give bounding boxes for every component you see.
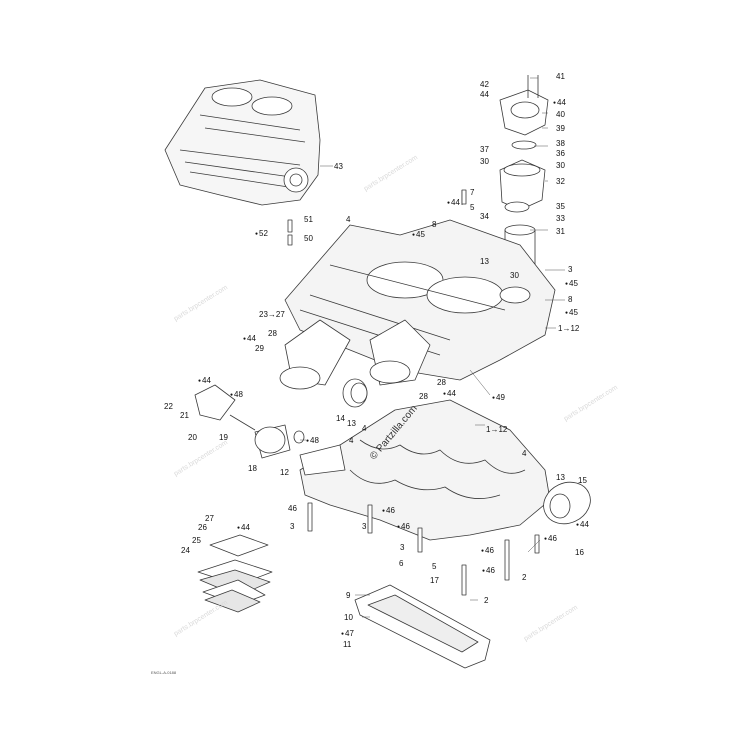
callout-18: 18 xyxy=(248,464,257,473)
callout-4: 4 xyxy=(362,424,367,433)
callout-2: 2 xyxy=(522,573,527,582)
callout-44: 44 xyxy=(480,90,489,99)
callout-30: 30 xyxy=(556,161,565,170)
callout-4: 4 xyxy=(522,449,527,458)
drawing-code: ENGL-A-0188 xyxy=(151,670,177,675)
leader-lines xyxy=(300,77,565,618)
callout-28: 28 xyxy=(419,392,428,401)
callout-3: 3 xyxy=(362,522,367,531)
callout-15: 15 xyxy=(578,476,587,485)
callout-21: 21 xyxy=(180,411,189,420)
callout-23-to-27: 23→27 xyxy=(259,310,285,319)
callout-30: 30 xyxy=(480,157,489,166)
callout-44: 44 xyxy=(576,520,589,530)
callout-45: 45 xyxy=(565,279,578,289)
crankcase-lower xyxy=(299,399,551,541)
callout-4: 4 xyxy=(349,436,354,445)
callout-49: 49 xyxy=(492,393,505,403)
callout-25: 25 xyxy=(192,536,201,545)
callout-46: 46 xyxy=(288,504,297,513)
pump-cover-assembly xyxy=(461,75,549,271)
callout-46: 46 xyxy=(382,506,395,516)
callout-41: 41 xyxy=(556,72,565,81)
callout-33: 33 xyxy=(556,214,565,223)
callout-5: 5 xyxy=(470,203,475,212)
callout-43: 43 xyxy=(334,162,343,171)
callout-34: 34 xyxy=(480,212,489,221)
callout-17: 17 xyxy=(430,576,439,585)
callout-3: 3 xyxy=(290,522,295,531)
callout-10: 10 xyxy=(344,613,353,622)
callout-19: 19 xyxy=(219,433,228,442)
callout-46: 46 xyxy=(481,546,494,556)
callout-11: 11 xyxy=(343,640,352,649)
callout-28: 28 xyxy=(437,378,446,387)
callout-52: 52 xyxy=(255,229,268,239)
callout-44: 44 xyxy=(443,389,456,399)
callout-48: 48 xyxy=(306,436,319,446)
callout-28: 28 xyxy=(268,329,277,338)
reed-valve-stack xyxy=(197,534,273,613)
callout-44: 44 xyxy=(553,98,566,108)
studs xyxy=(287,189,540,596)
cylinder-block xyxy=(164,79,321,206)
lower-tray xyxy=(354,584,491,669)
callout-7: 7 xyxy=(470,188,475,197)
callout-40: 40 xyxy=(556,110,565,119)
callout-29: 29 xyxy=(255,344,264,353)
callout-42: 42 xyxy=(480,80,489,89)
callout-44: 44 xyxy=(198,376,211,386)
callout-1-to-12: 1→12 xyxy=(486,425,508,434)
callout-35: 35 xyxy=(556,202,565,211)
crank-seal xyxy=(342,378,368,408)
callout-6: 6 xyxy=(399,559,404,568)
callout-22: 22 xyxy=(164,402,173,411)
callout-1-to-12: 1→12 xyxy=(558,324,580,333)
callout-9: 9 xyxy=(346,591,351,600)
callout-47: 47 xyxy=(341,629,354,639)
callout-13: 13 xyxy=(480,257,489,266)
callout-51: 51 xyxy=(304,215,313,224)
intake-manifolds xyxy=(279,319,431,390)
callout-45: 45 xyxy=(565,308,578,318)
crankcase-upper xyxy=(284,219,556,381)
callout-44: 44 xyxy=(237,523,250,533)
callout-46: 46 xyxy=(544,534,557,544)
callout-13: 13 xyxy=(347,419,356,428)
callout-13: 13 xyxy=(556,473,565,482)
callout-31: 31 xyxy=(556,227,565,236)
callout-4: 4 xyxy=(346,215,351,224)
callout-46: 46 xyxy=(482,566,495,576)
rotary-valve-shaft xyxy=(194,384,305,459)
callout-3: 3 xyxy=(400,543,405,552)
callout-8: 8 xyxy=(568,295,573,304)
callout-2: 2 xyxy=(484,596,489,605)
callout-14: 14 xyxy=(336,414,345,423)
callout-3: 3 xyxy=(568,265,573,274)
callout-44: 44 xyxy=(243,334,256,344)
callout-26: 26 xyxy=(198,523,207,532)
callout-48: 48 xyxy=(230,390,243,400)
callout-20: 20 xyxy=(188,433,197,442)
callout-30: 30 xyxy=(510,271,519,280)
callout-16: 16 xyxy=(575,548,584,557)
callout-5: 5 xyxy=(432,562,437,571)
callout-27: 27 xyxy=(205,514,214,523)
callout-8: 8 xyxy=(432,220,437,229)
callout-37: 37 xyxy=(480,145,489,154)
callout-45: 45 xyxy=(412,230,425,240)
callout-24: 24 xyxy=(181,546,190,555)
side-cover xyxy=(543,481,591,525)
callout-32: 32 xyxy=(556,177,565,186)
callout-38: 38 xyxy=(556,139,565,148)
callout-50: 50 xyxy=(304,234,313,243)
callout-39: 39 xyxy=(556,124,565,133)
callout-12: 12 xyxy=(280,468,289,477)
callout-36: 36 xyxy=(556,149,565,158)
callout-46: 46 xyxy=(397,522,410,532)
callout-44: 44 xyxy=(447,198,460,208)
